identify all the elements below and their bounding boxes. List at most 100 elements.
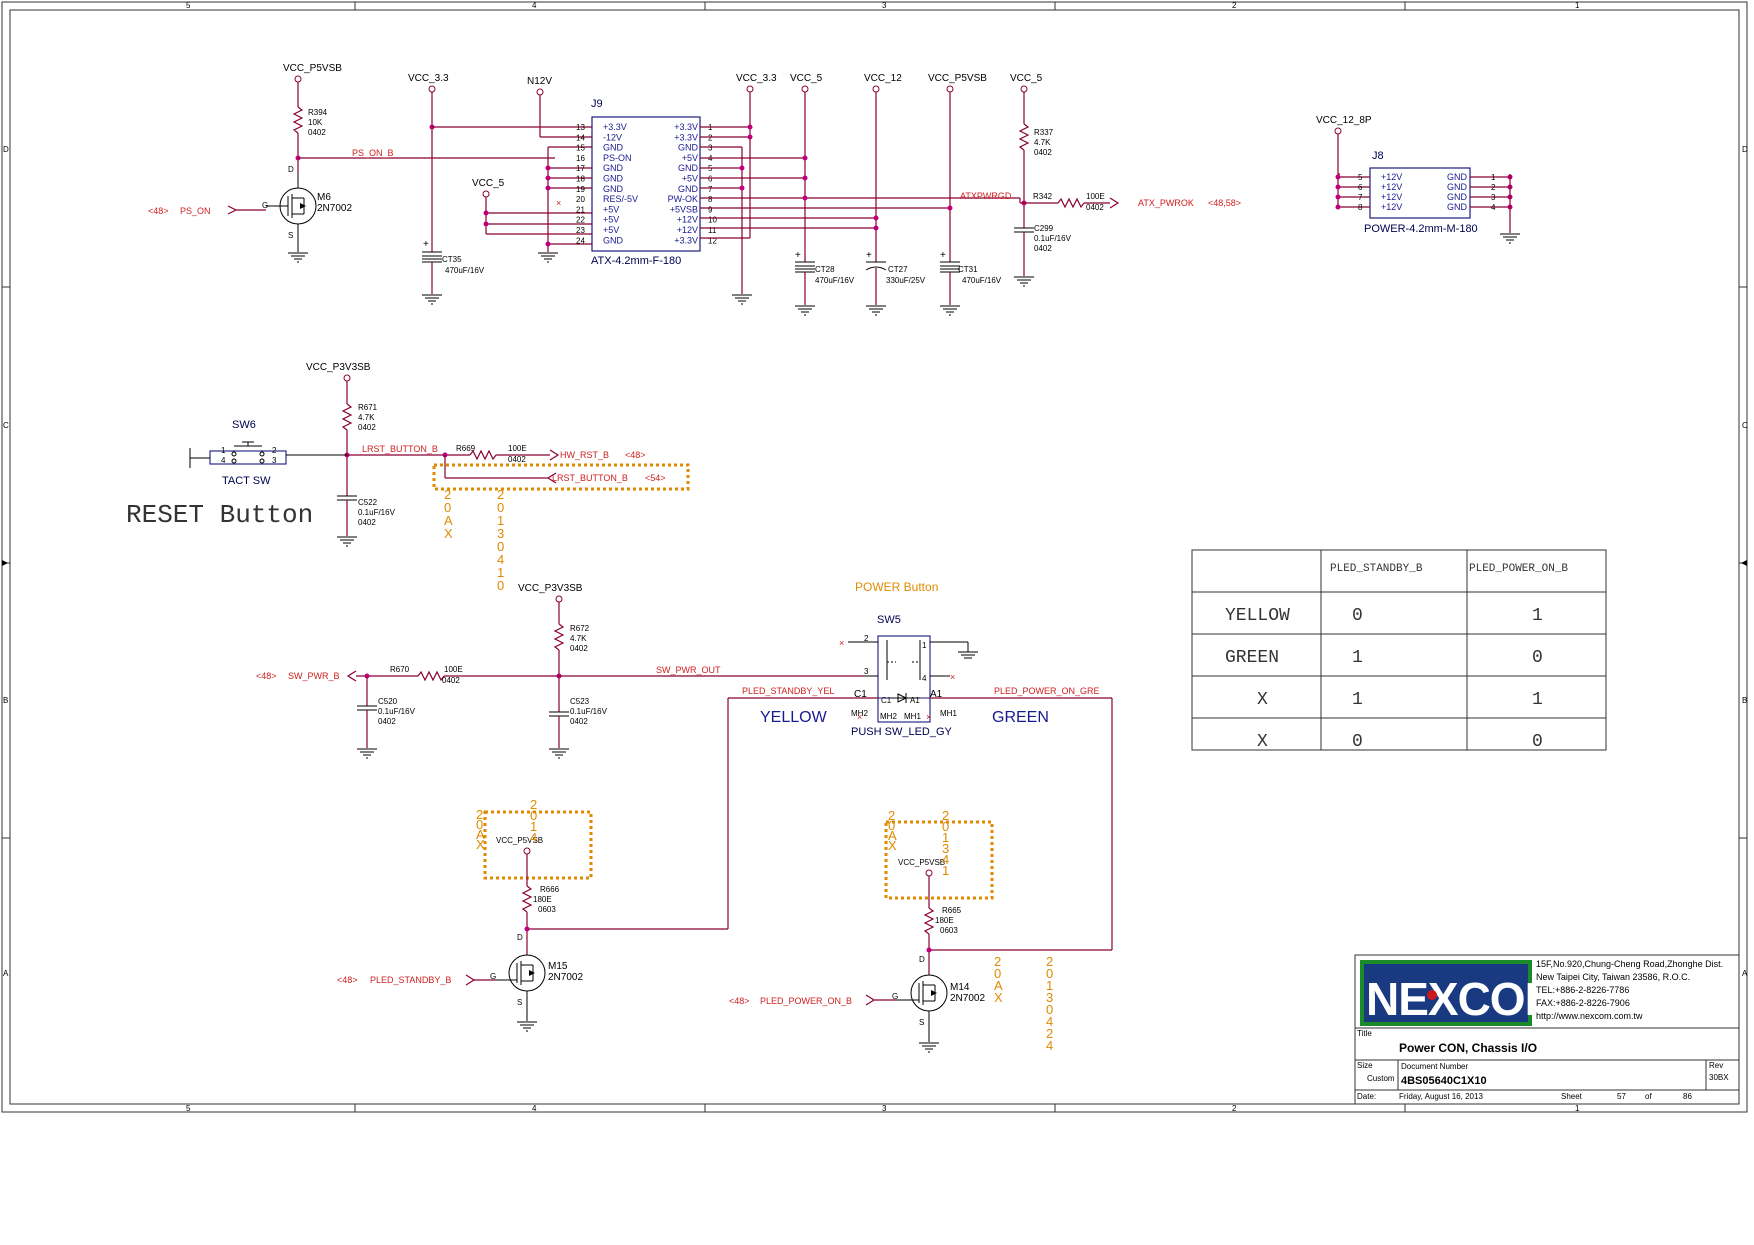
r394-package: 0402 — [308, 128, 326, 137]
j9-pin-label: GND — [603, 174, 624, 184]
power-button-circuit: VCC_P3V3SB R672 4.7K 0402 <48> SW_PWR_B … — [256, 580, 1113, 951]
j8-pin-number: 1 — [1491, 173, 1496, 182]
revision-char: 2 — [444, 487, 451, 502]
r342-package: 0402 — [1086, 203, 1104, 212]
sw6-pin: 4 — [221, 456, 226, 465]
offpage-hw-rst: HW_RST_B — [560, 450, 609, 460]
ct31-value: 470uF/16V — [962, 276, 1002, 285]
table-cell: 0 — [1352, 732, 1363, 752]
revision-char: 2 — [530, 797, 537, 812]
power-port-icon — [523, 847, 531, 855]
power-port-icon — [343, 374, 351, 382]
power-port-icon — [746, 85, 754, 93]
address-line: 15F,No.920,Chung-Cheng Road,Zhonghe Dist… — [1536, 959, 1723, 969]
col-marker: 1 — [1575, 1104, 1580, 1113]
j8-power-connector: VCC_12_8P J8 5+12V6+12V7+12V8+12V1GND2GN… — [1316, 115, 1520, 244]
j9-pin-label: PS-ON — [603, 153, 632, 163]
sw5-pin: 3 — [864, 667, 869, 676]
offpage-arrow-icon — [865, 994, 876, 1006]
power-port-icon — [428, 85, 436, 93]
revision-cloud — [483, 810, 593, 880]
push-switch-led-icon — [877, 635, 931, 723]
table-cell: YELLOW — [1225, 606, 1290, 626]
j9-pin-label: GND — [603, 163, 624, 173]
j9-pin-label: +5V — [603, 225, 619, 235]
j9-pin-label: GND — [603, 235, 624, 245]
j9-pin-number: 21 — [576, 205, 585, 214]
size-value: Custom — [1367, 1074, 1395, 1083]
net-label-atxpwrgd: ATXPWRGD — [960, 191, 1012, 201]
revision-char: 2 — [888, 808, 895, 823]
revision-char: 4 — [1046, 1038, 1053, 1053]
j9-pin-label: +3.3V — [674, 235, 698, 245]
c522-ref: C522 — [358, 498, 378, 507]
sw5-led-pin: C1 — [854, 689, 867, 700]
sw5-mh: MH2 — [851, 709, 868, 718]
offpage-pled-power-on: PLED_POWER_ON_B — [760, 996, 852, 1006]
ps-on-circuit: VCC_P5VSB R394 10K 0402 PS_ON_B D G S M6… — [148, 63, 555, 263]
table-cell: X — [1257, 690, 1268, 710]
ct27-value: 330uF/25V — [886, 276, 926, 285]
ground-icon — [549, 748, 569, 759]
row-marker: D — [1742, 145, 1748, 154]
revision-char: 2 — [942, 808, 949, 823]
no-connect-icon: × — [926, 712, 931, 722]
sheet-label: Sheet — [1561, 1092, 1583, 1101]
j9-pin-number: 8 — [708, 195, 713, 204]
revision-char: 4 — [1046, 1014, 1053, 1029]
ground-icon — [940, 305, 960, 316]
j8-pin-label: GND — [1447, 202, 1468, 212]
revision-char: 1 — [497, 565, 504, 580]
row-marker: A — [3, 969, 9, 978]
title-block: NEXCOM 15F,No.920,Chung-Cheng Road,Zhong… — [1354, 954, 1740, 1105]
polarity-plus: + — [423, 239, 429, 250]
sheet-frame: 5 4 3 2 1 5 4 3 2 1 D C B A D C B A — [1, 1, 1748, 1113]
revision-char: A — [994, 978, 1003, 993]
power-port-icon — [536, 88, 544, 96]
sheet-number: 57 — [1617, 1092, 1626, 1101]
m15-mosfet-icon — [495, 954, 546, 1021]
revision-char: 0 — [888, 818, 895, 833]
revision-char: 1 — [1046, 978, 1053, 993]
power-port-icon — [555, 595, 563, 603]
r394-ref: R394 — [308, 108, 328, 117]
address-line: http://www.nexcom.com.tw — [1536, 1011, 1643, 1021]
offpage-ref-atx-pwrok: <48,58> — [1208, 198, 1241, 208]
ct28-ref: CT28 — [815, 265, 835, 274]
table-header: PLED_STANDBY_B — [1330, 563, 1423, 575]
col-marker: 2 — [1232, 1104, 1237, 1113]
m14-gate-pin: G — [892, 992, 898, 1001]
polarity-plus: + — [866, 250, 872, 261]
j9-pin-number: 5 — [708, 164, 713, 173]
r337-value: 4.7K — [1034, 138, 1051, 147]
r671-ref: R671 — [358, 403, 378, 412]
j8-pin-number: 7 — [1358, 193, 1363, 202]
nexcom-logo-text: NEXCOM — [1366, 973, 1562, 1025]
net-label-vcc-p5vsb: VCC_P5VSB — [283, 63, 342, 74]
m15-drain-pin: D — [517, 933, 523, 942]
j8-pin-number: 8 — [1358, 203, 1363, 212]
j9-pin-label: GND — [678, 184, 699, 194]
j9-ref: J9 — [591, 98, 603, 110]
j9-part: ATX-4.2mm-F-180 — [591, 255, 681, 267]
ground-icon — [1500, 233, 1520, 244]
m6-gate-pin: G — [262, 201, 268, 210]
j9-pin-number: 12 — [708, 236, 717, 245]
net-label-n12v: N12V — [527, 76, 552, 87]
r666-ref: R666 — [540, 885, 560, 894]
c520-value: 0.1uF/16V — [378, 707, 416, 716]
j9-pin-number: 20 — [576, 195, 585, 204]
power-port-icon — [1334, 127, 1342, 135]
j9-pin-label: +3.3V — [603, 122, 627, 132]
revision-char: X — [476, 837, 485, 852]
ground-icon — [357, 748, 377, 759]
net-label-vcc-p5vsb-standby: VCC_P5VSB — [496, 836, 543, 845]
net-label-vcc-p3v3sb-reset: VCC_P3V3SB — [306, 362, 371, 373]
c299-package: 0402 — [1034, 244, 1052, 253]
j9-pin-label: GND — [678, 163, 699, 173]
m15-source-pin: S — [517, 998, 522, 1007]
j9-pin-label: GND — [678, 143, 699, 153]
m15-ref: M15 — [548, 961, 568, 972]
